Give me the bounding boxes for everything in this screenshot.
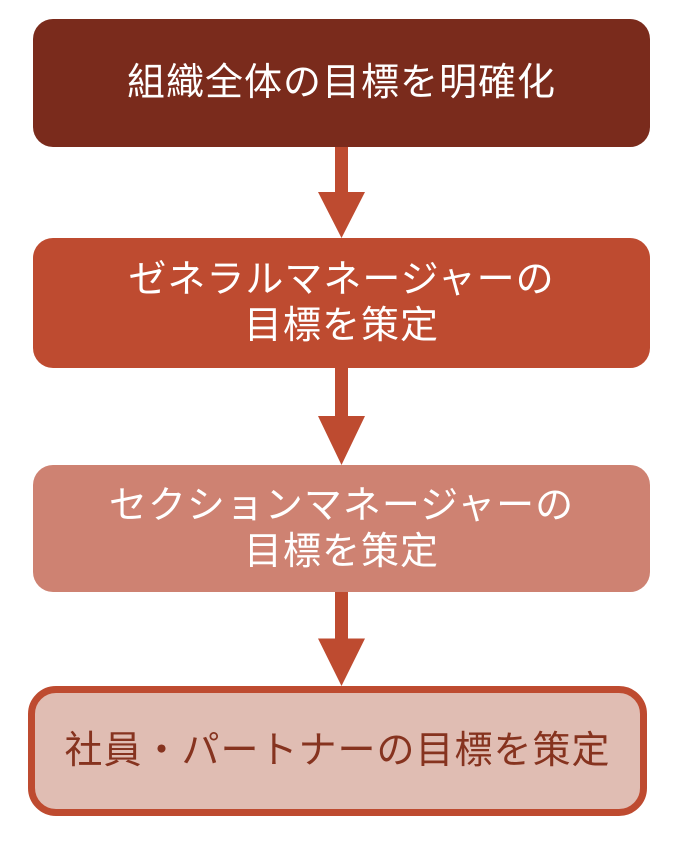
down-arrow-icon [318,592,365,686]
flowchart-step-section-manager-goal: セクションマネージャーの 目標を策定 [33,465,650,592]
flowchart-step-organization-goal: 組織全体の目標を明確化 [33,19,650,147]
step-label-line2: 目標を策定 [243,530,439,573]
step-label-line2: 目標を策定 [243,305,439,347]
down-arrow-icon [318,368,365,465]
down-arrow-icon [318,147,365,238]
step-label: ゼネラルマネージャーの [128,259,555,301]
step-label: 社員・パートナーの目標を策定 [64,730,611,772]
flowchart-step-employee-partner-goal: 社員・パートナーの目標を策定 [28,686,647,816]
step-label: 組織全体の目標を明確化 [126,62,556,104]
flowchart-step-general-manager-goal: ゼネラルマネージャーの 目標を策定 [33,238,650,368]
step-label: セクションマネージャーの [108,484,575,527]
